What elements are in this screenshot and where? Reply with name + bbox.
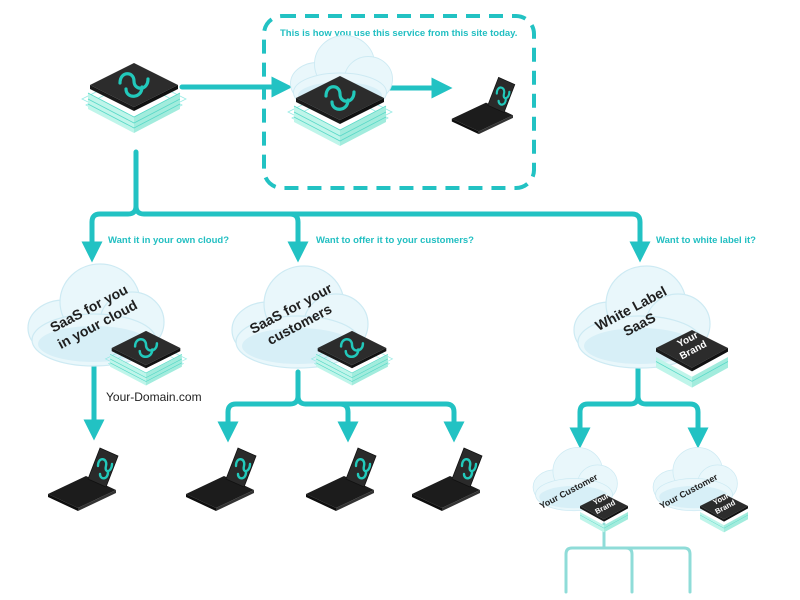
question-own-cloud: Want it in your own cloud?	[108, 235, 229, 246]
current-usage-caption: This is how you use this service from th…	[280, 28, 517, 39]
current-usage-box	[262, 14, 536, 190]
laptop-icon	[184, 446, 258, 513]
server-stack-icon	[80, 61, 188, 135]
domain-label: Your-Domain.com	[106, 390, 202, 404]
laptop-icon	[450, 76, 516, 136]
question-offer-customers: Want to offer it to your customers?	[316, 235, 474, 246]
laptop-icon	[410, 446, 484, 513]
laptop-icon	[304, 446, 378, 513]
question-white-label: Want to white label it?	[656, 235, 756, 246]
laptop-icon	[46, 446, 120, 513]
